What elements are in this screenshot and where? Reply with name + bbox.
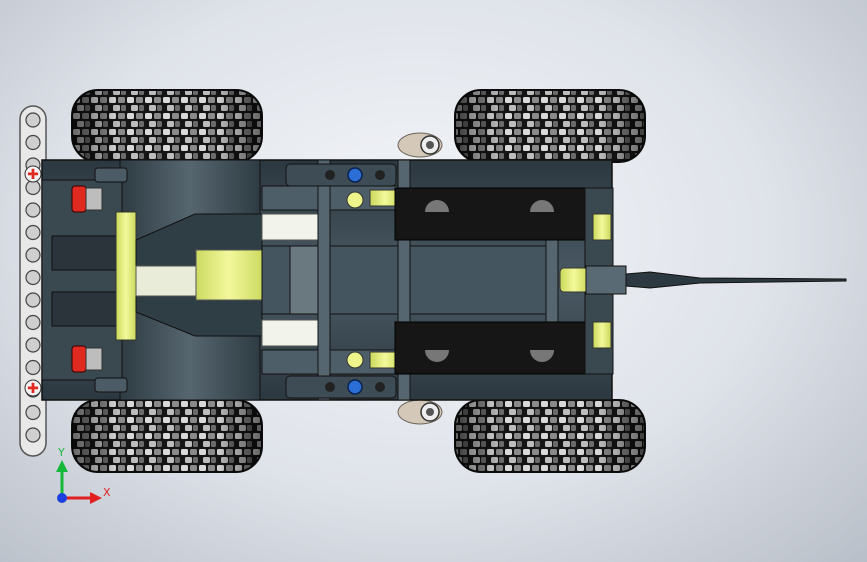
liftarm-hole	[25, 314, 41, 331]
liftarm-hole	[25, 269, 41, 286]
coordinate-triad: Y X	[56, 446, 111, 504]
tire-rear-top[interactable]	[71, 89, 263, 163]
rear-liftarm[interactable]: ✚ ✚	[19, 105, 47, 457]
svg-text:✚: ✚	[27, 381, 39, 397]
chassis[interactable]	[41, 159, 614, 401]
liftarm-hole	[25, 337, 41, 353]
tire-front-bottom[interactable]	[454, 399, 646, 473]
triad-y-label: Y	[57, 446, 65, 459]
liftarm-hole	[25, 247, 41, 263]
antenna-rod[interactable]	[585, 265, 847, 295]
red-axle-pin-icon: ✚	[27, 167, 39, 183]
liftarm-hole	[25, 134, 41, 151]
tire-front-top[interactable]	[454, 89, 646, 163]
tire-rear-bottom[interactable]	[71, 399, 263, 473]
triad-origin-icon	[57, 493, 67, 503]
liftarm-hole	[25, 404, 41, 421]
liftarm-hole	[25, 224, 41, 241]
liftarm-hole	[25, 359, 41, 376]
steering-knob-top[interactable]	[397, 132, 443, 158]
liftarm-hole	[25, 202, 41, 218]
steering-knob-bottom[interactable]	[397, 399, 443, 425]
triad-x-label: X	[103, 486, 111, 499]
liftarm-hole	[25, 112, 41, 128]
liftarm-hole	[25, 427, 41, 443]
liftarm-hole	[25, 292, 41, 308]
